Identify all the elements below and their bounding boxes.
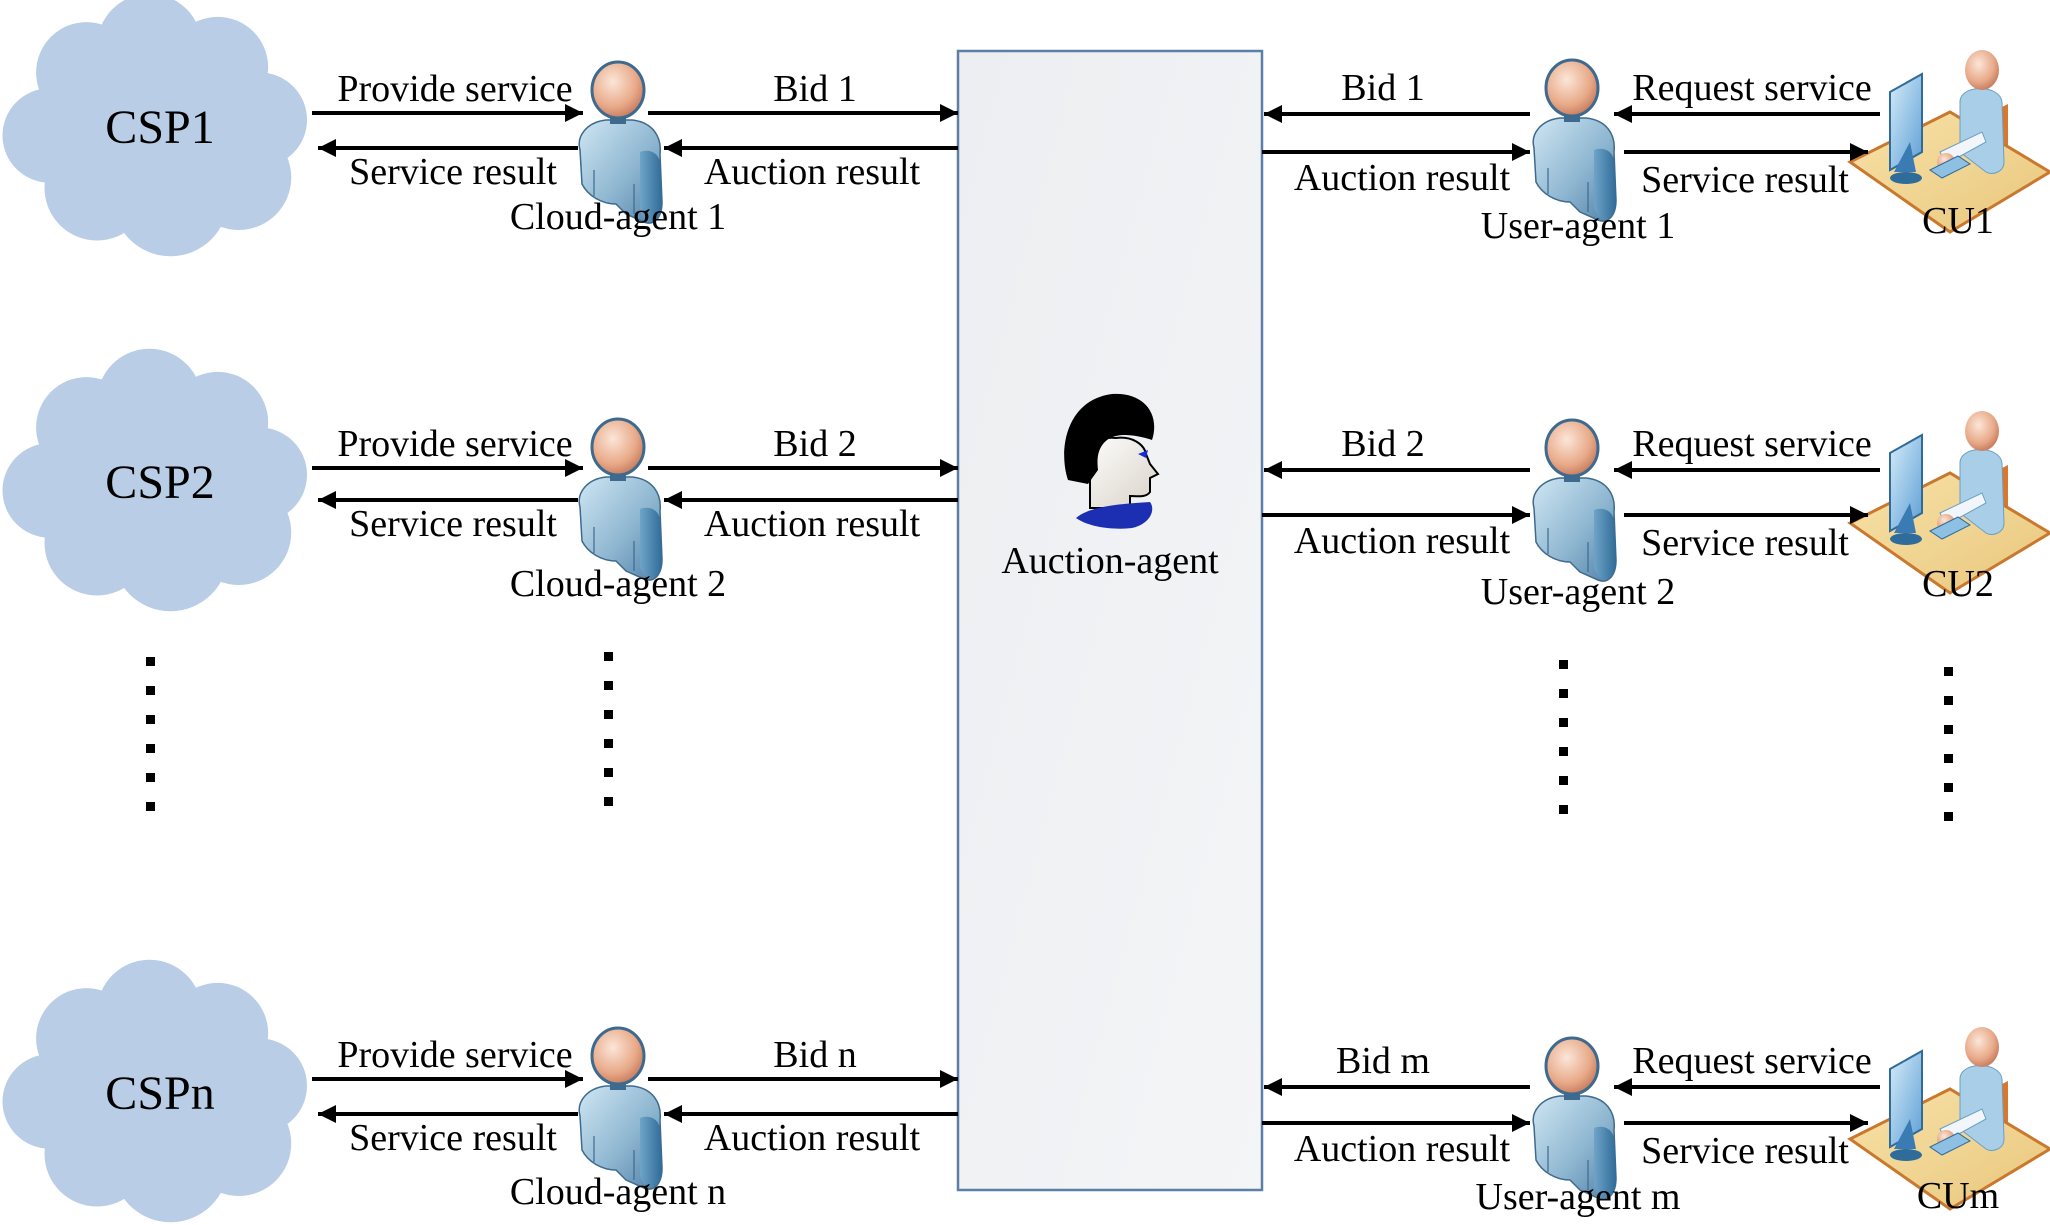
cloud-provider-label: CSP1 (105, 101, 214, 154)
auction-result-label: Auction result (1294, 1128, 1511, 1170)
request-service-label: Request service (1632, 67, 1872, 109)
provide-service-label: Provide service (337, 423, 572, 465)
cloud-agent-label: Cloud-agent 2 (510, 563, 726, 605)
ellipsis-dot (1944, 812, 1953, 821)
bid-label: Bid 1 (773, 68, 856, 110)
ellipsis-dot (604, 797, 613, 806)
ellipsis-dot (146, 715, 155, 724)
ellipsis-dot (1944, 754, 1953, 763)
cloud-provider-label: CSPn (105, 1067, 214, 1120)
ellipsis-dot (604, 681, 613, 690)
auction-result-label: Auction result (1294, 157, 1511, 199)
service-result-label: Service result (349, 1117, 557, 1159)
cloud-user-label: CUm (1917, 1175, 1999, 1217)
ellipsis-dot (1944, 696, 1953, 705)
user-agent-label: User-agent 2 (1481, 571, 1675, 613)
bid-label: Bid 1 (1341, 67, 1424, 109)
auction-result-label: Auction result (704, 503, 921, 545)
cloud-user-label: CU2 (1922, 563, 1994, 605)
cloud-agent-icon (577, 417, 664, 582)
ellipsis-dot (1559, 718, 1568, 727)
ellipsis-dot (1559, 776, 1568, 785)
ellipsis-dot (146, 802, 155, 811)
ellipsis-dot (146, 686, 155, 695)
auction-result-label: Auction result (1294, 520, 1511, 562)
cloud-provider-label: CSP2 (105, 456, 214, 509)
ellipsis-dot (146, 657, 155, 666)
ellipsis-dot (1559, 805, 1568, 814)
service-result-label: Service result (349, 151, 557, 193)
ellipsis-dot (1944, 783, 1953, 792)
auction-agent-label: Auction-agent (1001, 540, 1219, 582)
user-agent-label: User-agent m (1476, 1176, 1681, 1218)
ellipsis-dots (146, 657, 155, 811)
request-service-label: Request service (1632, 1040, 1872, 1082)
ellipsis-dots (1559, 660, 1568, 814)
cloud-user-label: CU1 (1922, 200, 1994, 242)
service-result-label: Service result (349, 503, 557, 545)
ellipsis-dot (1559, 747, 1568, 756)
provide-service-label: Provide service (337, 1034, 572, 1076)
user-agent-label: User-agent 1 (1481, 205, 1675, 247)
ellipsis-dot (604, 739, 613, 748)
auction-agent-face-icon (1064, 393, 1160, 529)
bid-label: Bid 2 (1341, 423, 1424, 465)
service-result-label: Service result (1641, 159, 1849, 201)
ellipsis-dot (604, 768, 613, 777)
ellipsis-dot (1559, 689, 1568, 698)
cloud-agent-label: Cloud-agent 1 (510, 196, 726, 238)
ellipsis-dots (604, 652, 613, 806)
request-service-label: Request service (1632, 423, 1872, 465)
service-result-label: Service result (1641, 1130, 1849, 1172)
ellipsis-dot (604, 652, 613, 661)
bid-label: Bid n (773, 1034, 856, 1076)
auction-agent-box (956, 49, 1264, 1192)
cloud-agent-icon (577, 1026, 664, 1191)
user-agent-icon (1531, 1036, 1618, 1201)
user-agent-icon (1531, 58, 1618, 223)
auction-result-label: Auction result (704, 151, 921, 193)
cloud-agent-label: Cloud-agent n (510, 1171, 726, 1213)
user-agent-icon (1531, 418, 1618, 583)
bid-label: Bid 2 (773, 423, 856, 465)
ellipsis-dot (146, 773, 155, 782)
bid-label: Bid m (1336, 1040, 1430, 1082)
ellipsis-dot (1944, 667, 1953, 676)
ellipsis-dots (1944, 667, 1953, 821)
ellipsis-dot (604, 710, 613, 719)
service-result-label: Service result (1641, 522, 1849, 564)
auction-result-label: Auction result (704, 1117, 921, 1159)
provide-service-label: Provide service (337, 68, 572, 110)
ellipsis-dot (146, 744, 155, 753)
ellipsis-dot (1559, 660, 1568, 669)
ellipsis-dot (1944, 725, 1953, 734)
